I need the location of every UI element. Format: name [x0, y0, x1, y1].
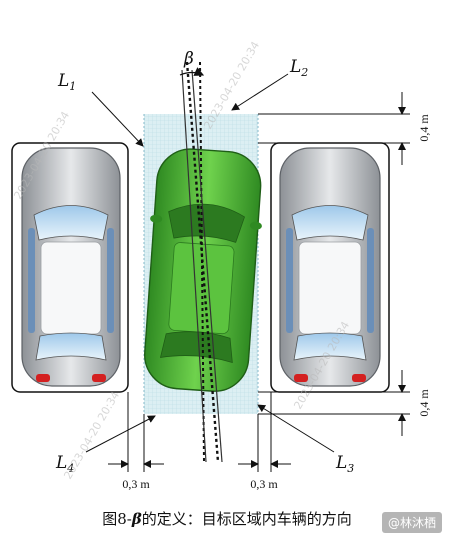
dim-top: 0,4 m — [398, 92, 431, 165]
svg-text:0,4 m: 0,4 m — [417, 114, 431, 142]
svg-text:0,3 m: 0,3 m — [122, 477, 150, 491]
leader-l1 — [91, 91, 144, 147]
tire-track-right — [191, 69, 223, 463]
svg-text:0,3 m: 0,3 m — [250, 477, 278, 491]
dim-left: 0,3 m — [108, 460, 164, 491]
caption-text: 的定义：目标区域内车辆的方向 — [141, 510, 352, 528]
right-parked-car — [279, 147, 381, 387]
figure-caption: 图8-β的定义：目标区域内车辆的方向 — [0, 508, 454, 529]
reference-axis-line — [199, 61, 205, 463]
leader-l2 — [231, 73, 289, 111]
dim-right: 0,3 m — [238, 460, 291, 491]
label-l4: L4 — [55, 453, 74, 475]
beta-arc — [179, 67, 205, 76]
left-parking-slot — [11, 142, 129, 393]
label-l3: L3 — [335, 453, 354, 475]
watermark: 2023-04-20 20:34 — [61, 389, 122, 481]
caption-symbol: β — [131, 510, 142, 528]
label-l2: L2 — [289, 57, 308, 79]
label-l1: L1 — [57, 71, 76, 93]
caption-prefix: 图8- — [102, 510, 132, 528]
left-parked-car — [21, 147, 121, 387]
dim-bottom: 0,4 m — [398, 370, 431, 436]
svg-text:0,4 m: 0,4 m — [417, 389, 431, 417]
beta-label: β — [183, 49, 194, 69]
tire-track-left — [181, 69, 207, 463]
leader-l3 — [257, 404, 335, 453]
author-credit: @林沐栖 — [381, 512, 442, 533]
